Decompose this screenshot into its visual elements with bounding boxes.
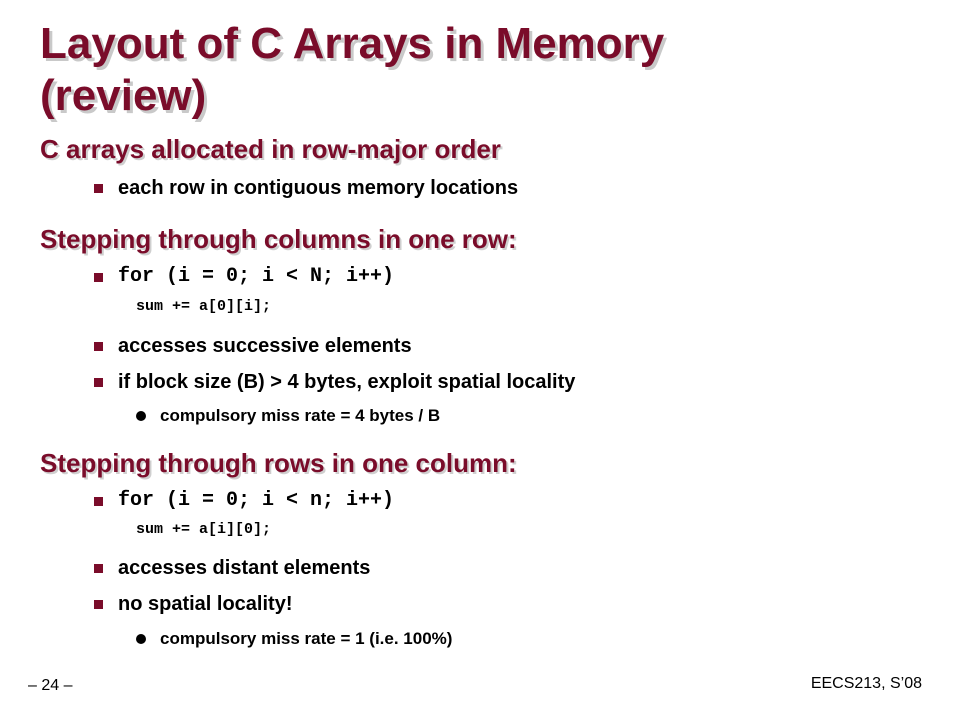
bullet-contiguous: each row in contiguous memory locations	[94, 176, 518, 200]
bullet-code-loop-rows: for (i = 0; i < n; i++)	[94, 489, 394, 513]
bullet-successive: accesses successive elements	[94, 334, 412, 358]
title-line-1: Layout of C Arrays in Memory	[40, 19, 665, 68]
square-bullet-icon	[94, 341, 103, 351]
sub-bullet-miss-rate: compulsory miss rate = 1 (i.e. 100%)	[136, 628, 452, 650]
sub-bullet-text: compulsory miss rate = 4 bytes / B	[160, 406, 441, 425]
square-bullet-icon	[94, 272, 103, 282]
bullet-code-loop-columns: for (i = 0; i < N; i++)	[94, 265, 394, 289]
code-for-loop: for (i = 0; i < n; i++)	[118, 489, 395, 512]
bullet-no-locality: no spatial locality!	[94, 592, 292, 616]
section-heading-columns: Stepping through columns in one row:	[40, 224, 517, 254]
square-bullet-icon	[94, 599, 103, 609]
sub-bullet-miss-rate: compulsory miss rate = 4 bytes / B	[136, 405, 440, 427]
bullet-text: accesses distant elements	[118, 557, 371, 579]
square-bullet-icon	[94, 183, 103, 193]
bullet-text: no spatial locality!	[118, 593, 293, 615]
bullet-distant: accesses distant elements	[94, 556, 370, 580]
round-bullet-icon	[136, 411, 146, 421]
bullet-text: if block size (B) > 4 bytes, exploit spa…	[118, 371, 576, 393]
section-heading-row-major: C arrays allocated in row-major order	[40, 134, 501, 164]
square-bullet-icon	[94, 563, 103, 573]
bullet-block-size: if block size (B) > 4 bytes, exploit spa…	[94, 370, 575, 394]
course-label: EECS213, S’08	[810, 675, 922, 692]
code-sum-statement: sum += a[i][0];	[136, 521, 272, 538]
title-line-2: (review)	[40, 71, 207, 120]
code-sum-statement: sum += a[0][i];	[136, 298, 272, 315]
slide-title: Layout of C Arrays in Memory (review)	[40, 18, 920, 122]
sub-bullet-text: compulsory miss rate = 1 (i.e. 100%)	[160, 629, 453, 648]
code-for-loop: for (i = 0; i < N; i++)	[118, 265, 395, 288]
round-bullet-icon	[136, 634, 146, 644]
page-number: – 24 –	[28, 677, 73, 694]
section-heading-rows: Stepping through rows in one column:	[40, 448, 517, 478]
bullet-text: each row in contiguous memory locations	[118, 177, 519, 199]
square-bullet-icon	[94, 496, 103, 506]
square-bullet-icon	[94, 377, 103, 387]
bullet-text: accesses successive elements	[118, 335, 412, 357]
